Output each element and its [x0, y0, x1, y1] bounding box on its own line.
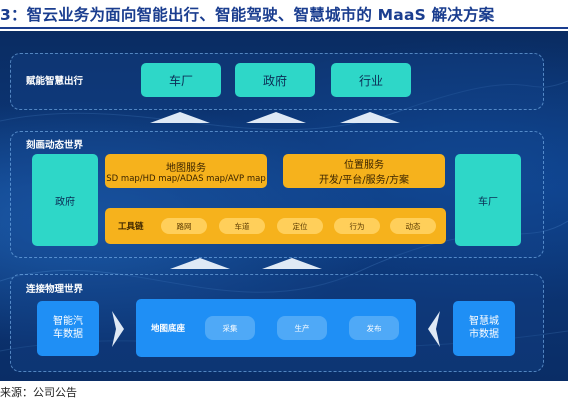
middle-layer-title: 刻画动态世界 — [26, 140, 84, 151]
figure-heading: 3：智云业务为面向智能出行、智能驾驶、智慧城市的 MaaS 解决方案 — [0, 6, 495, 24]
location-service-box: 位置服务 开发/平台/服务/方案 — [283, 154, 445, 188]
top-box-government: 政府 — [235, 63, 315, 97]
top-layer-title: 赋能智慧出行 — [26, 76, 84, 87]
up-arrow — [340, 112, 400, 123]
map-base-label: 地图底座 — [151, 324, 186, 334]
source-note: 来源：公司公告 — [0, 386, 77, 399]
toolchain-label: 工具链 — [118, 222, 144, 232]
top-box-automaker: 车厂 — [141, 63, 221, 97]
toolchain-chip-dynamic: 动态 — [390, 218, 436, 234]
bottom-layer-title: 连接物理世界 — [26, 284, 84, 295]
map-service-box: 地图服务 SD map/HD map/ADAS map/AVP map — [105, 154, 267, 188]
map-base-chip-collect: 采集 — [205, 316, 255, 340]
middle-box-automaker: 车厂 — [455, 154, 521, 246]
middle-box-government: 政府 — [32, 154, 98, 246]
up-arrow — [262, 258, 322, 269]
heading-rule — [0, 27, 568, 29]
chevron-left-icon — [428, 311, 440, 347]
smart-vehicle-data-box: 智能汽 车数据 — [37, 301, 99, 356]
map-service-subtitle: SD map/HD map/ADAS map/AVP map — [106, 173, 266, 184]
smart-city-data-box: 智慧城 市数据 — [453, 301, 515, 356]
up-arrow — [170, 258, 230, 269]
map-base-chip-produce: 生产 — [277, 316, 327, 340]
chevron-right-icon — [112, 311, 124, 347]
toolchain-chip-lane: 车道 — [219, 218, 265, 234]
up-arrow — [246, 112, 306, 123]
map-service-title: 地图服务 — [166, 162, 206, 174]
toolchain-chip-behavior: 行为 — [334, 218, 380, 234]
location-service-title: 位置服务 — [344, 160, 384, 171]
top-box-industry: 行业 — [331, 63, 411, 97]
toolchain-chip-road-network: 路网 — [161, 218, 207, 234]
toolchain-chip-positioning: 定位 — [277, 218, 323, 234]
up-arrow — [150, 112, 210, 123]
location-service-subtitle: 开发/平台/服务/方案 — [318, 175, 410, 186]
maas-diagram: 赋能智慧出行 车厂 政府 行业 刻画动态世界 政府 车厂 地图服务 SD map… — [0, 31, 568, 381]
map-base-chip-publish: 发布 — [349, 316, 399, 340]
